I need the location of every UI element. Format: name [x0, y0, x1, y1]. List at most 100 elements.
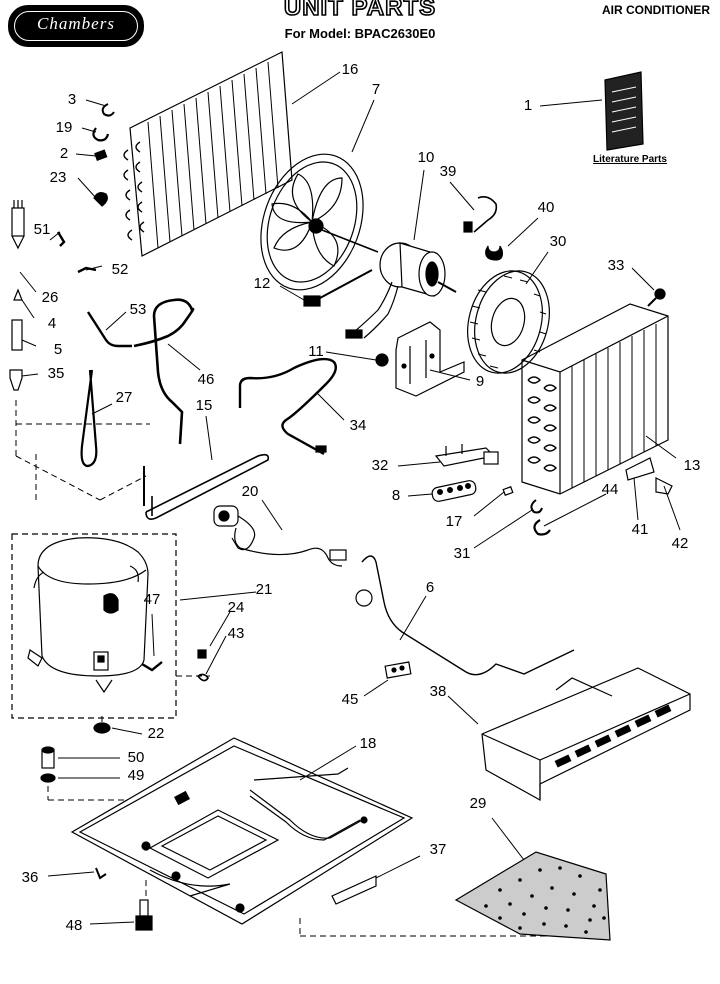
grommet-part-24: [197, 649, 207, 659]
callout-50: 50: [127, 749, 145, 766]
callout-26: 26: [41, 289, 59, 306]
tube-part-53: [86, 311, 132, 348]
evaporator-coil-part-13: [521, 303, 669, 495]
nut-part-11: [375, 353, 389, 367]
motor-bracket-part-9: [395, 321, 465, 397]
screw-part-48: [135, 899, 153, 931]
clip-part-40: [485, 245, 503, 261]
callout-6: 6: [425, 579, 435, 596]
callout-33: 33: [607, 257, 625, 274]
thermostat-part-32: [434, 444, 499, 467]
callout-30: 30: [549, 233, 567, 250]
callout-32: 32: [371, 457, 389, 474]
compressor-part-21: [27, 537, 149, 694]
spacer-part-50: [41, 746, 55, 769]
clip-part-44: [533, 519, 551, 536]
callout-23: 23: [49, 169, 67, 186]
callout-12: 12: [253, 275, 271, 292]
fan-motor-part-10: [345, 242, 457, 339]
control-panel-part-38: [481, 667, 691, 802]
tube-part-27: [80, 369, 98, 468]
callout-5: 5: [53, 341, 63, 358]
clip-part-19: [92, 127, 110, 142]
condenser-fan-blade-part-7: [260, 153, 379, 291]
compressor-group-box: [11, 533, 177, 719]
callout-18: 18: [359, 735, 377, 752]
callout-19: 19: [55, 119, 73, 136]
callout-49: 49: [127, 767, 145, 784]
overload-part-20: [213, 505, 347, 567]
callout-51: 51: [33, 221, 51, 238]
callout-48: 48: [65, 917, 83, 934]
cap-part-17: [502, 486, 514, 496]
terminal-block-part-26: [11, 200, 25, 250]
air-filter-part-29: [454, 851, 611, 941]
callout-53: 53: [129, 301, 147, 318]
base-pan-part-18: [70, 737, 414, 925]
callout-8: 8: [391, 487, 401, 504]
mount-part-45: [384, 661, 412, 679]
callout-35: 35: [47, 365, 65, 382]
callout-2: 2: [59, 145, 69, 162]
callout-38: 38: [429, 683, 447, 700]
callout-41: 41: [631, 521, 649, 538]
callout-44: 44: [601, 481, 619, 498]
callout-45: 45: [341, 691, 359, 708]
clip-part-36: [95, 867, 107, 880]
callout-11: 11: [308, 343, 324, 360]
condenser-coil-part-16: [123, 51, 293, 257]
callout-47: 47: [143, 591, 161, 608]
sleeve-part-5: [11, 319, 23, 351]
washer-part-49: [40, 773, 56, 783]
insulator-part-4: [13, 288, 23, 301]
callout-31: 31: [453, 545, 471, 562]
callout-13: 13: [683, 457, 701, 474]
model-line: For Model: BPAC2630E0: [284, 26, 436, 41]
callout-1: 1: [523, 97, 533, 114]
blower-wheel-part-30: [467, 270, 550, 374]
suction-line-part-34: [238, 357, 337, 456]
control-part-8: [431, 480, 477, 502]
callout-7: 7: [371, 81, 381, 98]
page-title: UNIT PARTS: [283, 0, 437, 22]
connector-part-51: [56, 231, 66, 247]
capillary-tube-part-6: [361, 555, 575, 676]
callout-27: 27: [115, 389, 133, 406]
callout-34: 34: [349, 417, 367, 434]
brand-logo: Chambers: [8, 5, 144, 47]
product-type: AIR CONDITIONER: [602, 3, 710, 17]
connector-part-52: [77, 266, 97, 274]
clip-part-3: [101, 103, 115, 117]
bracket-part-47: [141, 661, 163, 672]
nut-part-43: [197, 673, 209, 682]
callout-24: 24: [227, 599, 245, 616]
callout-10: 10: [417, 149, 435, 166]
wire-harness-part-39: [473, 196, 498, 233]
grommet-part-22: [93, 722, 111, 734]
callout-4: 4: [47, 315, 57, 332]
callout-37: 37: [429, 841, 447, 858]
screw-part-33: [647, 288, 666, 307]
callout-21: 21: [255, 581, 273, 598]
brand-logo-text: Chambers: [37, 14, 115, 33]
literature-parts-label: Literature Parts: [593, 154, 667, 165]
callout-46: 46: [197, 371, 215, 388]
callout-42: 42: [671, 535, 689, 552]
callout-16: 16: [341, 61, 359, 78]
literature-booklet-part-1: [604, 71, 644, 151]
callout-39: 39: [439, 163, 457, 180]
bracket-part-41: [625, 457, 655, 481]
callout-9: 9: [475, 373, 485, 390]
clip-part-23: [93, 192, 108, 207]
callout-17: 17: [445, 513, 463, 530]
callout-15: 15: [195, 397, 213, 414]
callout-43: 43: [227, 625, 245, 642]
callout-20: 20: [241, 483, 259, 500]
callout-36: 36: [21, 869, 39, 886]
callout-22: 22: [147, 725, 165, 742]
cap-part-2: [94, 149, 108, 161]
clip-part-31: [530, 499, 543, 514]
callout-3: 3: [67, 91, 77, 108]
bracket-part-37: [331, 875, 377, 905]
